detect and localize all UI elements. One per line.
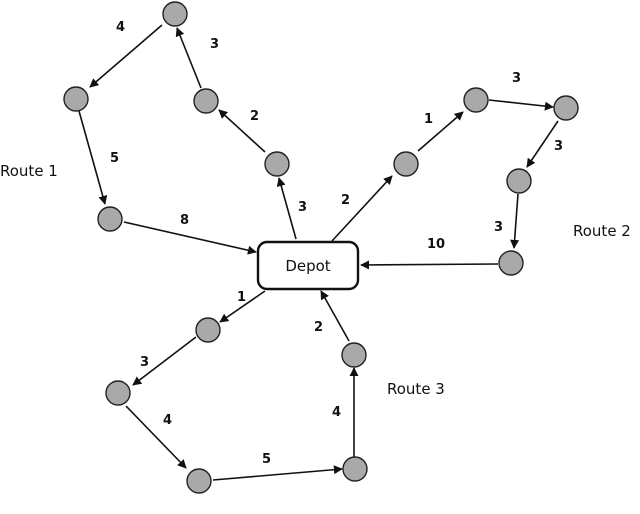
edge-r2-1 xyxy=(331,175,393,242)
node-r2-near-depot xyxy=(393,151,419,177)
node-r3-near-depot xyxy=(195,317,221,343)
edge-r1-5 xyxy=(218,109,266,153)
edge-r2-6 xyxy=(360,260,499,270)
weight-r2-6: 10 xyxy=(427,237,445,252)
route-3-label: Route 3 xyxy=(387,380,445,398)
node-r1-left xyxy=(63,86,89,112)
depot: Depot xyxy=(256,240,360,291)
route-2-edges xyxy=(331,99,559,270)
weight-r1-3: 4 xyxy=(116,20,125,35)
depot-label: Depot xyxy=(285,257,330,275)
node-r2-top-right xyxy=(553,95,579,121)
node-r1-top xyxy=(162,1,188,27)
weight-r3-2: 3 xyxy=(140,355,149,370)
weight-r2-3: 3 xyxy=(512,71,521,86)
nodes xyxy=(63,1,579,494)
weight-r1-2: 5 xyxy=(110,151,119,166)
node-r2-top-left xyxy=(463,87,489,113)
edge-r3-6 xyxy=(320,290,350,342)
node-r1-near-depot xyxy=(264,151,290,177)
weight-r1-6: 3 xyxy=(298,200,307,215)
edge-r3-4 xyxy=(212,465,343,481)
weight-r3-4: 5 xyxy=(262,452,271,467)
edge-r1-3 xyxy=(89,24,163,88)
edge-r3-1 xyxy=(219,290,266,323)
edge-r1-4 xyxy=(175,27,202,89)
depot-box xyxy=(256,240,360,291)
weight-r2-4: 3 xyxy=(554,139,563,154)
route-1-label: Route 1 xyxy=(0,162,58,180)
weight-r3-3: 4 xyxy=(163,413,172,428)
edge-r3-2 xyxy=(132,336,197,386)
edge-r2-5 xyxy=(510,193,520,249)
node-r3-right xyxy=(341,342,367,368)
weight-r1-4: 3 xyxy=(210,37,219,52)
route-2-label: Route 2 xyxy=(573,222,631,240)
weight-r2-1: 2 xyxy=(341,193,350,208)
weight-r2-5: 3 xyxy=(494,220,503,235)
edge-r3-3 xyxy=(125,405,187,469)
weight-r1-1: 8 xyxy=(180,213,189,228)
edge-r1-1 xyxy=(123,221,257,255)
edge-r2-3 xyxy=(488,99,554,111)
edge-r1-6 xyxy=(276,177,297,240)
weight-r1-5: 2 xyxy=(250,109,259,124)
node-r2-mid xyxy=(506,168,532,194)
weight-r2-2: 1 xyxy=(424,112,433,127)
weight-r3-6: 2 xyxy=(314,320,323,335)
edge-r2-2 xyxy=(417,111,464,152)
node-r3-bottom-left xyxy=(186,468,212,494)
route-3-edges xyxy=(125,290,359,481)
node-r3-left xyxy=(105,380,131,406)
node-r1-bottom xyxy=(97,206,123,232)
node-r1-mid xyxy=(193,88,219,114)
weight-r3-1: 1 xyxy=(237,290,246,305)
edge-r2-4 xyxy=(526,120,559,168)
node-r2-bottom xyxy=(498,250,524,276)
node-r3-bottom-right xyxy=(342,456,368,482)
route-1-edges xyxy=(78,24,297,255)
edge-r1-2 xyxy=(78,110,108,205)
weight-r3-5: 4 xyxy=(332,405,341,420)
